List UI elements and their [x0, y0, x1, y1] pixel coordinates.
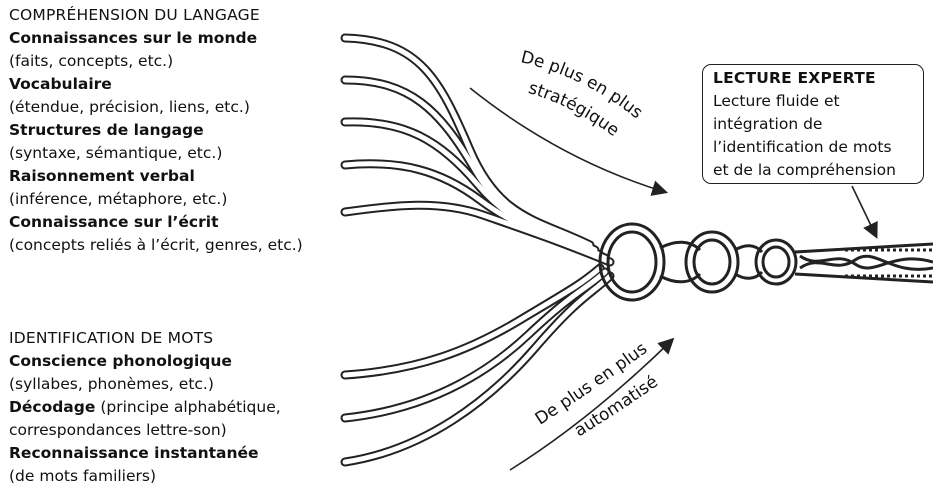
comprehension-item-desc: (étendue, précision, liens, etc.)	[9, 96, 303, 119]
expert-reading-line: Lecture fluide et	[713, 90, 923, 113]
identification-strands-inner	[345, 268, 610, 462]
identification-item-row: Décodage (principe alphabétique,	[9, 396, 281, 419]
comprehension-item-desc: (faits, concepts, etc.)	[9, 50, 303, 73]
comprehension-item-desc: (syntaxe, sémantique, etc.)	[9, 142, 303, 165]
comprehension-item-term: Connaissances sur le monde	[9, 27, 303, 50]
rope-tail	[795, 244, 933, 282]
comprehension-item-term: Raisonnement verbal	[9, 165, 303, 188]
comprehension-item-desc: (inférence, métaphore, etc.)	[9, 188, 303, 211]
automated-arrow	[510, 340, 672, 470]
comprehension-heading: COMPRÉHENSION DU LANGAGE	[9, 4, 303, 27]
comprehension-item-desc: (concepts reliés à l’écrit, genres, etc.…	[9, 234, 303, 257]
comprehension-item-term: Connaissance sur l’écrit	[9, 211, 303, 234]
expert-reading-line: l’identification de mots	[713, 136, 923, 159]
identification-item-desc: correspondances lettre-son)	[9, 419, 281, 442]
comprehension-item-term: Structures de langage	[9, 119, 303, 142]
comprehension-block: COMPRÉHENSION DU LANGAGE Connaissances s…	[9, 4, 303, 257]
identification-heading: IDENTIFICATION DE MOTS	[9, 327, 281, 350]
expert-reading-line: intégration de	[713, 113, 923, 136]
expert-reading-title: LECTURE EXPERTE	[713, 67, 923, 90]
identification-item-term: Conscience phonologique	[9, 350, 281, 373]
identification-item-term: Reconnaissance instantanée	[9, 442, 281, 465]
identification-item-desc: (de mots familiers)	[9, 465, 281, 488]
identification-item-desc: (syllabes, phonèmes, etc.)	[9, 373, 281, 396]
expert-pointer-arrow	[852, 186, 876, 236]
comprehension-item-term: Vocabulaire	[9, 73, 303, 96]
identification-block: IDENTIFICATION DE MOTS Conscience phonol…	[9, 327, 281, 488]
identification-item-term: Décodage	[9, 398, 95, 416]
rope-loops	[600, 224, 796, 300]
expert-reading-box: LECTURE EXPERTE Lecture fluide et intégr…	[702, 64, 924, 184]
identification-item-desc: (principe alphabétique,	[95, 398, 280, 416]
expert-reading-line: et de la compréhension	[713, 159, 923, 182]
